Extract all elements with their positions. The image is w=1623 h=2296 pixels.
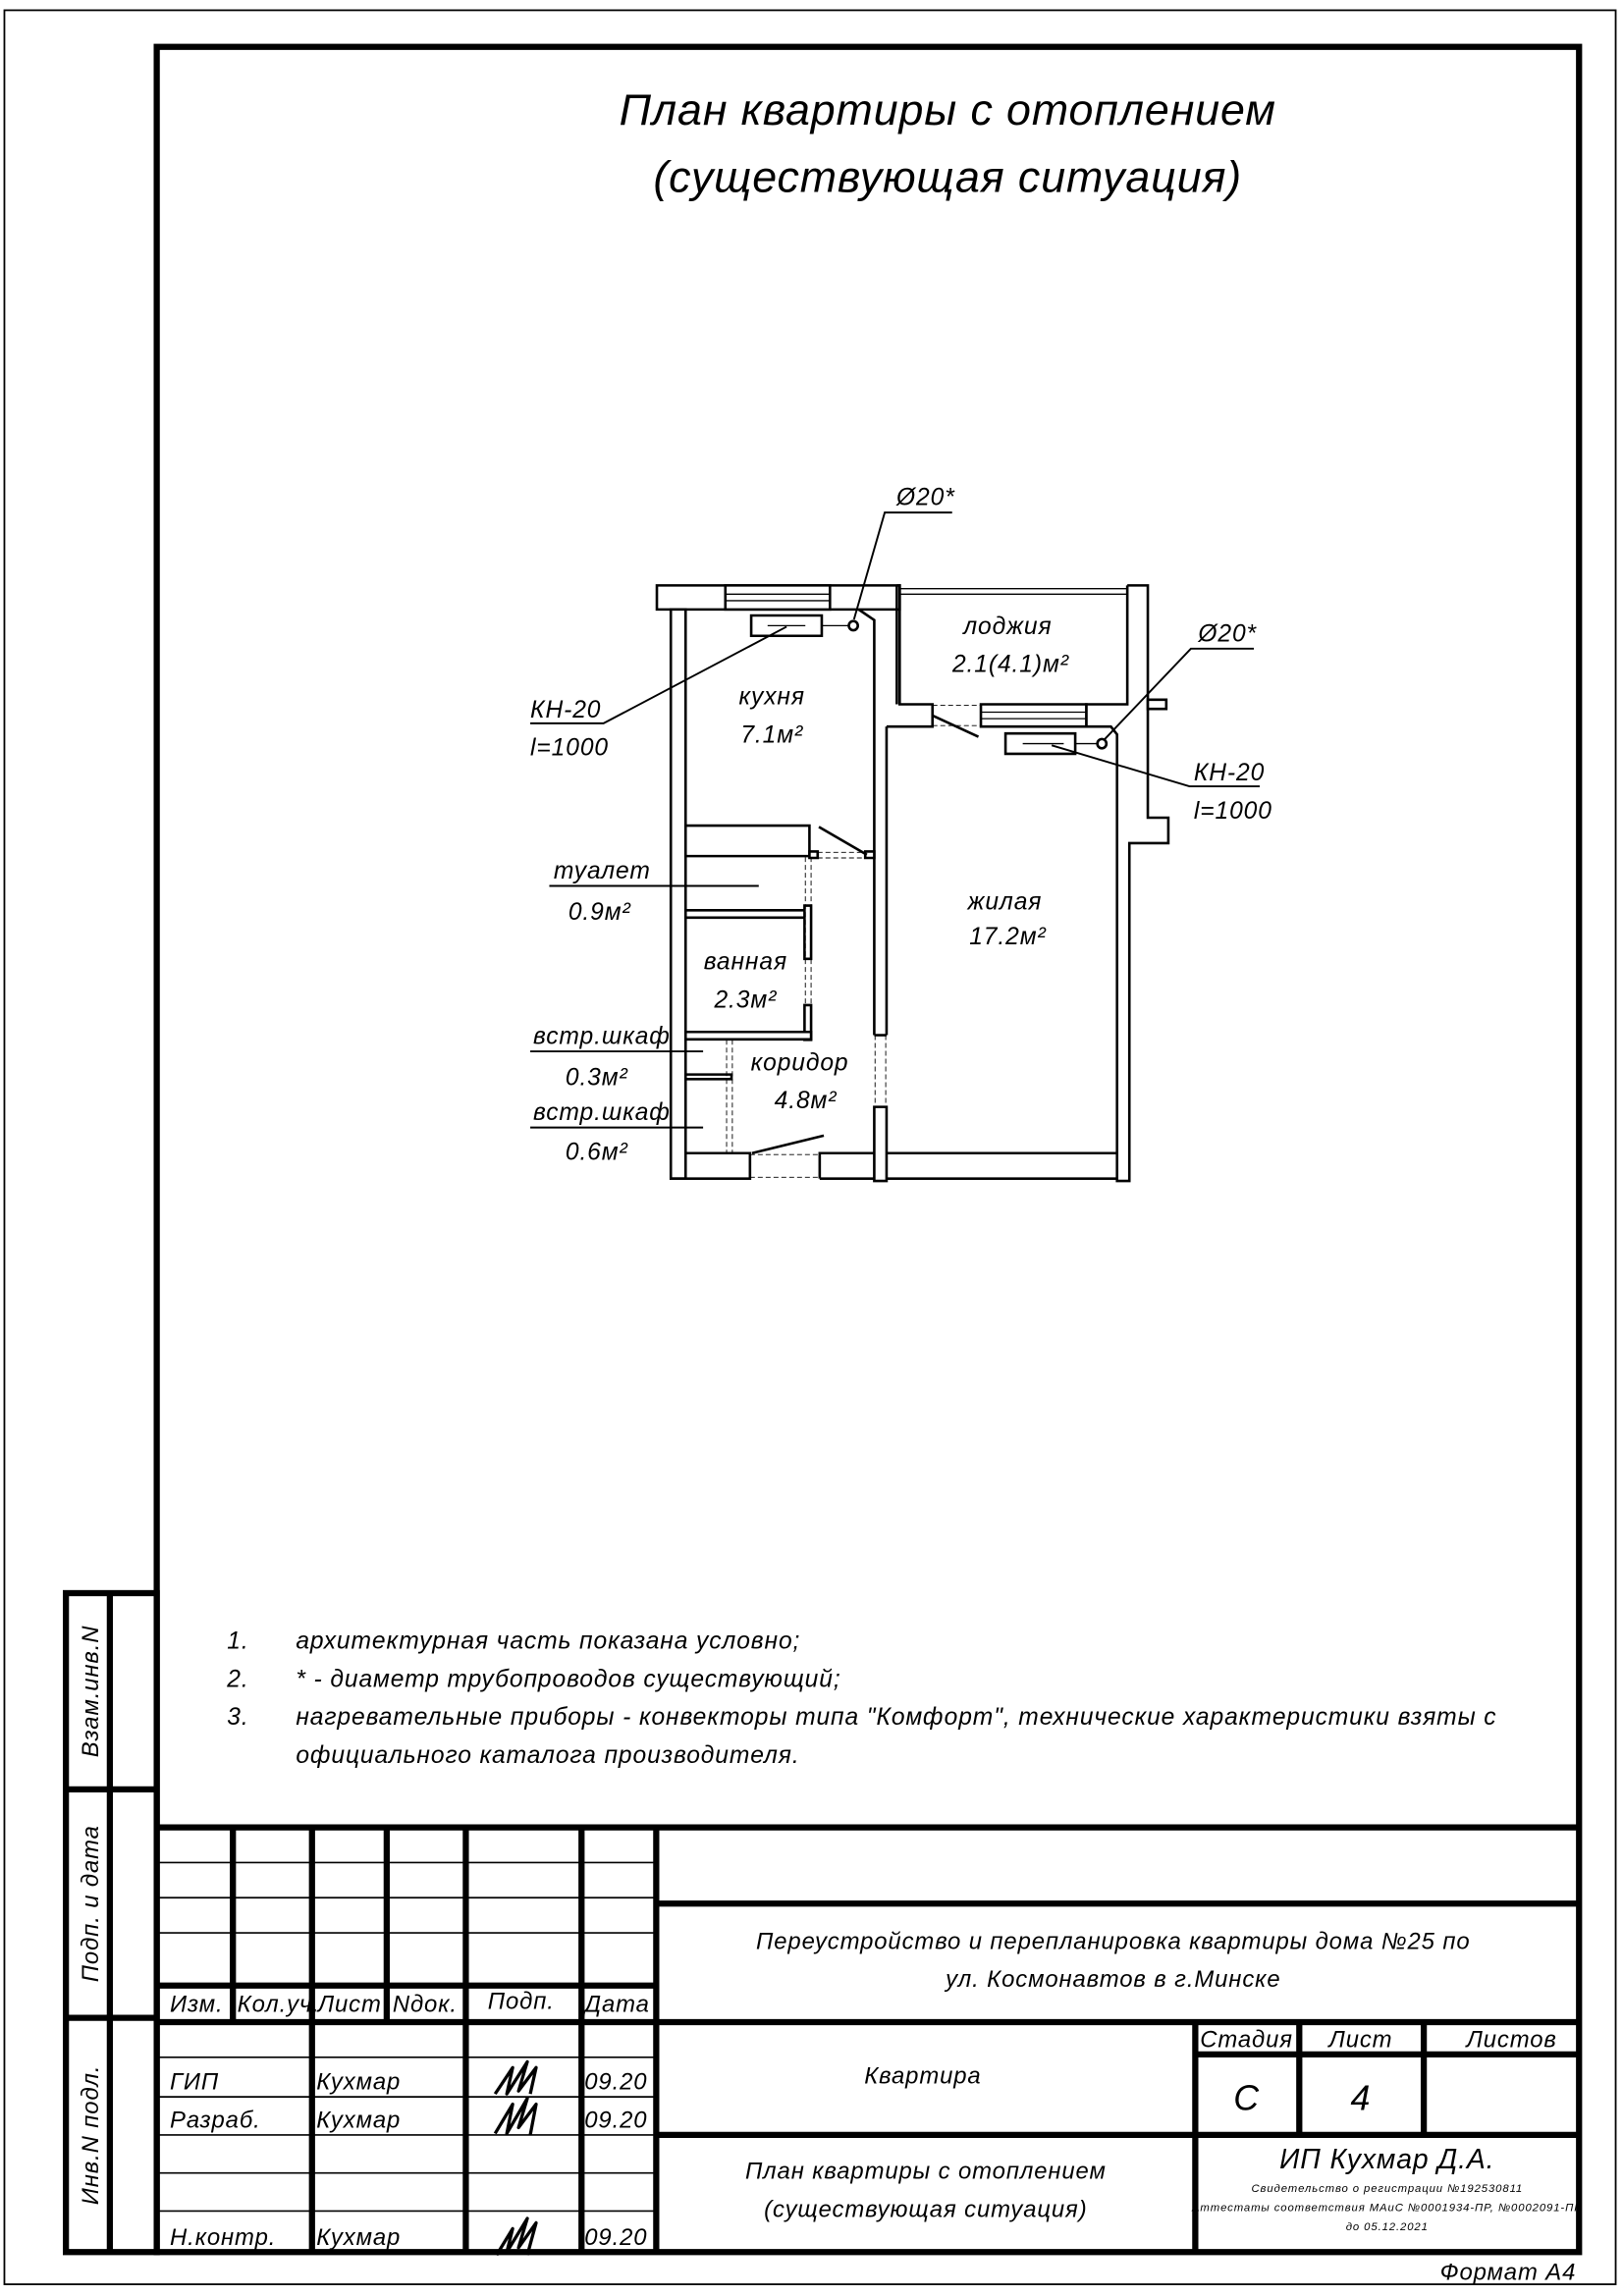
drawing-name-line1: План квартиры с отоплением (745, 2159, 1107, 2185)
toilet-area: 0.9м² (568, 899, 631, 926)
closet2-name: встр.шкаф (533, 1099, 671, 1126)
note-text: * - диаметр трубопроводов существующий; (296, 1666, 840, 1692)
convector-living-type: КН-20 (1194, 760, 1265, 786)
company-name: ИП Кухмар Д.А. (1279, 2144, 1494, 2175)
project-line2: ул. Космонавтов в г.Минске (944, 1966, 1280, 1993)
paper-format: Формат А4 (1440, 2260, 1577, 2286)
drawing-name-line2: (существующая ситуация) (764, 2196, 1087, 2222)
room-name-corridor: коридор (751, 1049, 849, 1076)
row-role: Н.контр. (170, 2224, 276, 2251)
cert-validity: до 05.12.2021 (1346, 2221, 1429, 2233)
floor-plan (657, 585, 1168, 1181)
kitchen-window (726, 585, 831, 610)
registration-cert: Свидетельство о регистрации №192530811 (1251, 2183, 1523, 2195)
convector-living-icon (1005, 733, 1098, 754)
page-border (3, 9, 1617, 2285)
room-area-kitchen: 7.1м² (740, 721, 803, 748)
sheet-value: 4 (1351, 2079, 1372, 2118)
row-name: Кухмар (316, 2224, 401, 2251)
note-number: 3. (227, 1704, 248, 1731)
room-area-loggia: 2.1(4.1)м² (951, 652, 1069, 678)
convector-kitchen-type: КН-20 (530, 697, 601, 723)
attestation-cert: Аттестаты соответствия МАиС №0001934-ПР,… (1191, 2202, 1583, 2214)
note-number: 1. (227, 1629, 248, 1655)
note-text: официального каталога производителя. (296, 1742, 799, 1769)
pipe-riser-kitchen-icon (849, 621, 858, 630)
side-replace-inv: Взам.инв.N (78, 1626, 104, 1758)
living-window (981, 705, 1086, 727)
header-izm: Изм. (170, 1992, 223, 2018)
room-area-living: 17.2м² (969, 924, 1046, 950)
pipe-label-kitchen: Ø20* (895, 485, 955, 511)
row-role: ГИП (170, 2069, 219, 2096)
room-name-kitchen: кухня (739, 684, 805, 711)
signature-icon (493, 2059, 538, 2257)
toilet-name: туалет (554, 858, 651, 884)
closet1-area: 0.3м² (566, 1064, 628, 1091)
project-line1: Переустройство и перепланировка квартиры… (756, 1928, 1471, 1954)
note-number: 2. (226, 1666, 248, 1692)
row-name: Кухмар (316, 2069, 401, 2096)
stage-value: С (1233, 2079, 1260, 2118)
row-role: Разраб. (170, 2107, 261, 2133)
note-text: нагревательные приборы - конвекторы типа… (296, 1704, 1496, 1731)
closet2-area: 0.6м² (566, 1139, 628, 1165)
pipe-riser-living-icon (1098, 739, 1107, 748)
sheet-label: Лист (1326, 2026, 1392, 2053)
convector-living-length: l=1000 (1194, 798, 1272, 825)
row-date: 09.20 (584, 2107, 647, 2133)
walls (657, 585, 1168, 1181)
side-sign-date: Подп. и дата (78, 1825, 104, 1982)
convector-kitchen-length: l=1000 (530, 735, 609, 762)
side-inv-orig: Инв.N подл. (78, 2065, 104, 2206)
header-data: Дата (581, 1992, 650, 2018)
closet1-name: встр.шкаф (533, 1024, 671, 1050)
header-ndok: Nдок. (393, 1992, 458, 2018)
header-kol: Кол.уч. (238, 1992, 320, 2018)
note-text: архитектурная часть показана условно; (296, 1629, 800, 1655)
object-name: Квартира (864, 2063, 981, 2090)
convector-kitchen-icon (751, 615, 849, 636)
room-name-living: жилая (967, 888, 1043, 915)
side-strip: Взам.инв.N Подп. и дата Инв.N подл. (63, 1589, 160, 2256)
title-block: Изм. Кол.уч. Лист Nдок. Подп. Дата ГИП К… (156, 1824, 1583, 2257)
room-area-bath: 2.3м² (713, 987, 777, 1013)
row-date: 09.20 (584, 2224, 647, 2251)
drawing-title-line1: План квартиры с отоплением (620, 85, 1276, 134)
row-name: Кухмар (316, 2107, 401, 2133)
pipe-label-living: Ø20* (1197, 620, 1257, 647)
header-podp: Подп. (488, 1989, 555, 2015)
notes: 1. архитектурная часть показана условно;… (226, 1629, 1496, 1769)
room-name-bath: ванная (704, 949, 787, 976)
header-list: Лист (316, 1992, 382, 2018)
drawing-title-line2: (существующая ситуация) (653, 152, 1242, 201)
stage-label: Стадия (1200, 2026, 1293, 2053)
sheets-label: Листов (1464, 2026, 1556, 2053)
row-date: 09.20 (584, 2069, 647, 2096)
room-name-loggia: лоджия (961, 614, 1052, 640)
room-area-corridor: 4.8м² (775, 1088, 838, 1114)
leader-lines (530, 511, 1261, 1129)
drawing-frame (153, 43, 1583, 2256)
